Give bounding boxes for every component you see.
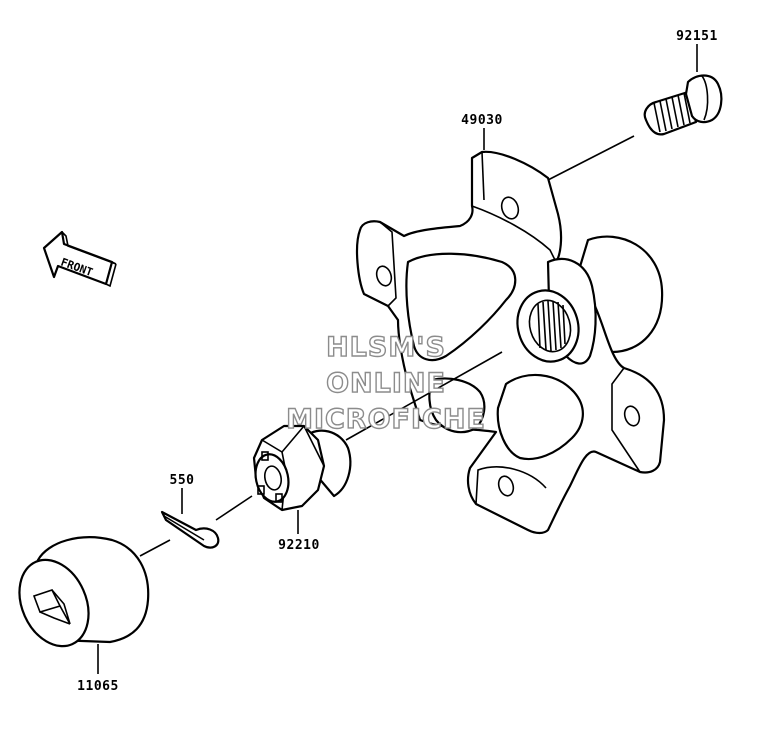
castle-nut-drawing — [252, 424, 352, 512]
part-number-92151[interactable]: 92151 — [676, 29, 718, 44]
leader-lines — [97, 44, 698, 674]
stud-thread-lines — [653, 92, 691, 133]
hub-cap-drawing — [18, 536, 150, 648]
part-number-11065[interactable]: 11065 — [77, 679, 119, 694]
spline-lines — [537, 300, 566, 352]
watermark-line-2: ONLINE — [326, 368, 446, 399]
part-number-49030[interactable]: 49030 — [461, 113, 503, 128]
watermark-line-3: MICROFICHE — [286, 404, 486, 435]
castle-slots — [257, 451, 283, 503]
kawasaki-logo-icon — [32, 589, 71, 625]
hub-stud-drawing — [643, 74, 723, 136]
part-number-550[interactable]: 550 — [170, 473, 195, 488]
cotter-pin-drawing — [160, 510, 220, 549]
watermark: HLSM'S ONLINE MICROFICHE — [285, 331, 486, 435]
part-number-92210[interactable]: 92210 — [278, 538, 320, 553]
watermark-line-1: HLSM'S — [326, 332, 446, 363]
wheel-hub-drawing — [355, 150, 666, 535]
front-arrow-icon: FRONT — [42, 230, 117, 288]
